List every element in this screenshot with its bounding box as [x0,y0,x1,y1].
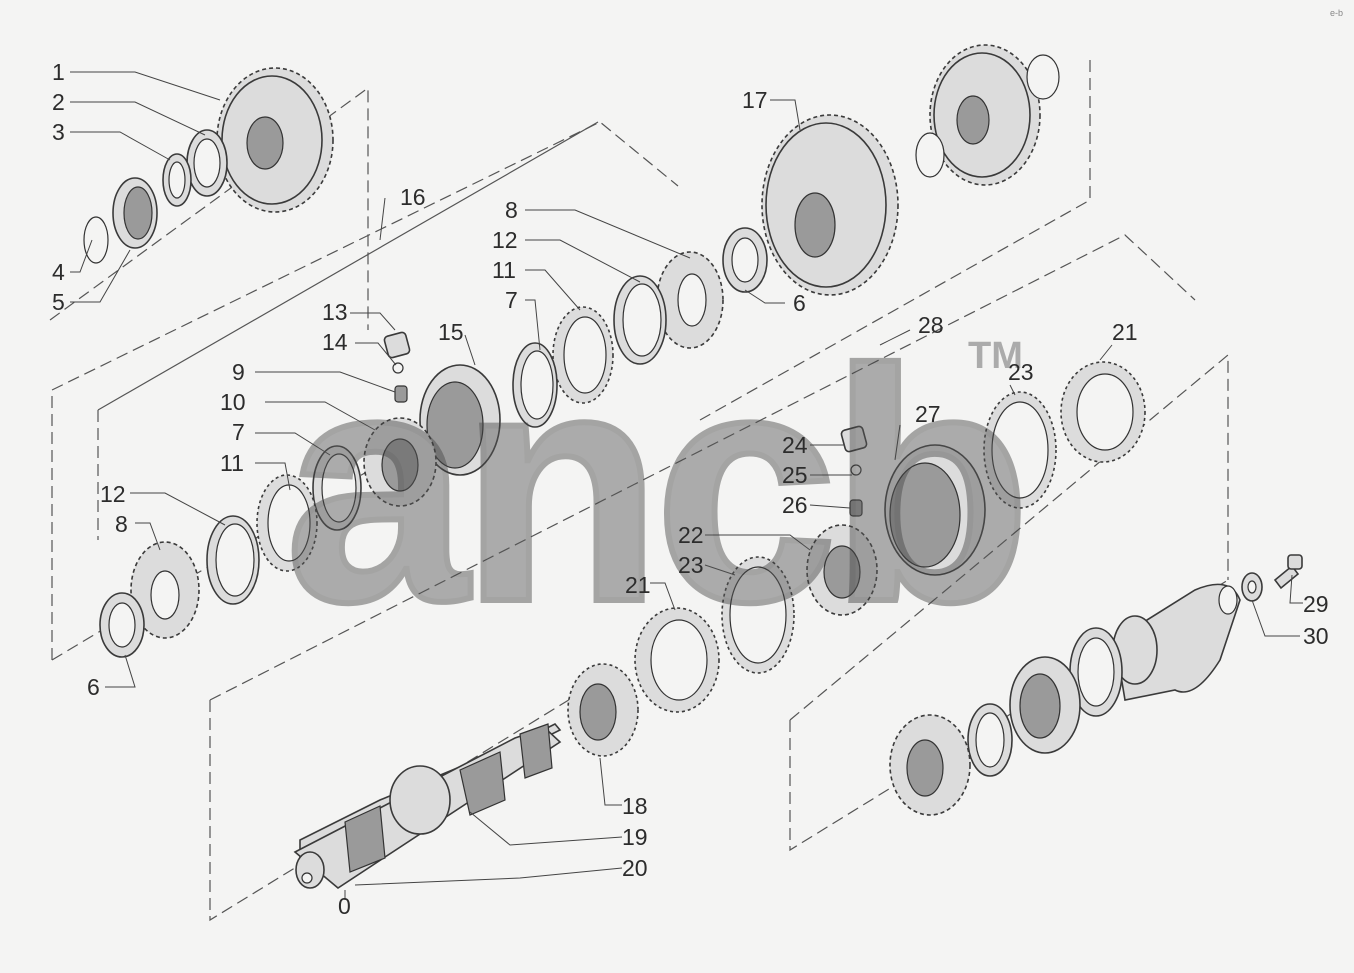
part-ring-23-upper [983,391,1057,509]
callout-28: 28 [918,312,944,338]
part-seal-lower [1069,627,1123,717]
callout-3: 3 [52,119,65,145]
part-hub-6-upper [722,227,768,293]
part-ring-11-lower [256,474,318,572]
callout-16: 16 [400,184,426,210]
part-bearing-lower [1009,656,1081,754]
part-hub-6-lower [99,592,145,658]
part-bolt-29 [1273,554,1303,590]
callout-15: 15 [438,319,464,345]
callout-13: 13 [322,299,348,325]
part-gear-18 [567,663,639,757]
part-gear-1 [216,67,334,213]
callout-8-upper: 8 [505,197,518,223]
callout-29: 29 [1303,591,1329,617]
watermark-trademark: TM [968,335,1023,377]
part-ring-21-lower [634,607,720,713]
part-hub-22 [806,524,878,616]
callout-11-lower: 11 [220,450,244,476]
callout-23-upper: 23 [1008,359,1034,385]
callout-30: 30 [1303,623,1329,649]
callout-12-upper: 12 [492,227,518,253]
part-ball-25 [850,464,862,476]
corner-mark: e-b [1330,8,1343,18]
part-circlip-end [915,54,1060,178]
part-ring-12-lower [206,515,260,605]
callout-7-lower: 7 [232,419,245,445]
part-plate-8-upper [656,251,724,349]
callout-22: 22 [678,522,704,548]
callout-17: 17 [742,87,768,113]
part-ring-7-upper [512,342,558,428]
part-gear-17 [761,114,899,296]
part-sleeve-15 [419,364,501,476]
callout-5: 5 [52,289,65,315]
part-gear-end [929,44,1041,186]
part-ring-12-upper [613,275,667,365]
callout-8-lower: 8 [115,511,128,537]
part-key-13 [383,331,411,359]
part-spacer-lower [967,703,1013,777]
part-ball-14 [392,362,404,374]
callout-9: 9 [232,359,245,385]
part-ring-11-upper [552,306,614,404]
part-spacer-2 [186,129,228,197]
part-circlip-4 [83,216,109,264]
callout-20: 20 [622,855,648,881]
callout-0: 0 [338,893,351,919]
callout-19: 19 [622,824,648,850]
callout-21-lower: 21 [625,572,651,598]
part-shaft-19 [293,723,562,889]
leader-lines [70,71,1303,900]
callout-12-lower: 12 [100,481,126,507]
callout-18: 18 [622,793,648,819]
callout-25: 25 [782,462,808,488]
part-ring-21-upper [1060,361,1146,463]
watermark: ancb TM [282,298,1034,673]
callout-6-lower: 6 [87,674,100,700]
callout-6-upper: 6 [793,290,806,316]
callout-11-upper: 11 [492,257,516,283]
callout-labels: 1 2 3 4 5 16 13 14 15 9 10 7 11 12 8 6 8… [52,59,1329,919]
part-sleeve-27 [884,444,986,576]
part-hub-10 [363,417,437,507]
callout-7-upper: 7 [505,287,518,313]
callout-1: 1 [52,59,65,85]
part-ring-23-lower [721,556,795,674]
callout-21-upper: 21 [1112,319,1138,345]
callout-23-lower: 23 [678,552,704,578]
callout-2: 2 [52,89,65,115]
watermark-text: ancb [285,301,1023,670]
callout-24: 24 [782,432,808,458]
part-bearing-5 [112,177,158,249]
part-spring-9 [394,385,408,403]
part-washer-3 [162,153,192,207]
callout-4: 4 [52,259,65,285]
part-flange-yoke [1112,583,1241,701]
callout-10: 10 [220,389,246,415]
part-ring-7-lower [312,445,362,531]
part-plate-8-lower [130,541,200,639]
part-key-24 [840,425,868,453]
callout-27: 27 [915,401,941,427]
callout-26: 26 [782,492,808,518]
callout-14: 14 [322,329,348,355]
part-gear-lower-right [889,714,971,816]
part-washer-30 [1218,572,1263,615]
